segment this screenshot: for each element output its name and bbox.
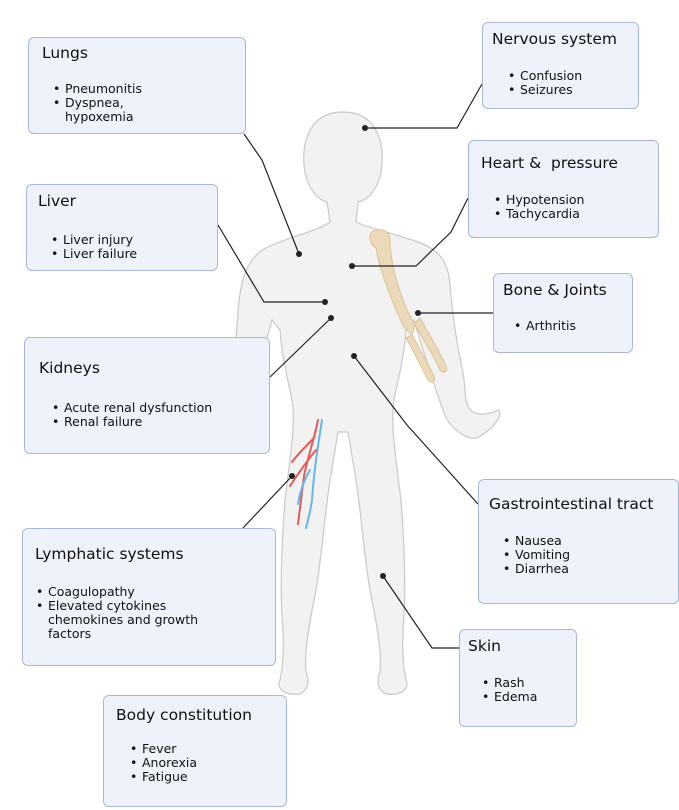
dot-heart xyxy=(349,263,355,269)
gastrointestinal-list: Nausea Vomiting Diarrhea xyxy=(503,534,673,576)
skin-list: Rash Edema xyxy=(482,676,572,704)
dot-kidneys xyxy=(328,315,334,321)
kidneys-list: Acute renal dysfunction Renal failure xyxy=(52,401,267,429)
connector-heart xyxy=(352,198,468,266)
bone-joints-title: Bone & Joints xyxy=(503,281,607,299)
nervous-system-title: Nervous system xyxy=(492,30,617,48)
body-constitution-title: Body constitution xyxy=(116,706,252,724)
list-item: Diarrhea xyxy=(503,562,673,576)
heart-pressure-title: Heart & pressure xyxy=(481,154,618,172)
connector-lungs xyxy=(244,134,299,254)
list-item: Pneumonitis xyxy=(53,82,233,96)
bone-joints-list: Arthritis xyxy=(514,319,629,333)
connector-nervous xyxy=(365,84,482,128)
list-item: Anorexia xyxy=(130,756,280,770)
list-item: Arthritis xyxy=(514,319,629,333)
list-item: Vomiting xyxy=(503,548,673,562)
lungs-box: Lungs Pneumonitis Dyspnea, hypoxemia xyxy=(28,37,246,134)
gastrointestinal-box: Gastrointestinal tract Nausea Vomiting D… xyxy=(478,479,679,604)
kidneys-box: Kidneys Acute renal dysfunction Renal fa… xyxy=(24,337,270,454)
lungs-title: Lungs xyxy=(42,44,88,62)
dot-gi xyxy=(351,353,357,359)
list-item: Tachycardia xyxy=(494,207,654,221)
dot-skin xyxy=(380,573,386,579)
lungs-list: Pneumonitis Dyspnea, hypoxemia xyxy=(53,82,233,124)
connector-skin xyxy=(383,576,459,648)
list-item: Renal failure xyxy=(52,415,267,429)
heart-pressure-list: Hypotension Tachycardia xyxy=(494,193,654,221)
kidneys-title: Kidneys xyxy=(39,359,100,377)
dot-nervous xyxy=(362,125,368,131)
gastrointestinal-title: Gastrointestinal tract xyxy=(489,495,653,513)
list-item: Seizures xyxy=(508,83,633,97)
dot-bone xyxy=(415,310,421,316)
list-item: Fever xyxy=(130,742,280,756)
list-item: Confusion xyxy=(508,69,633,83)
dot-lymphatic xyxy=(289,473,295,479)
list-item: Liver injury xyxy=(51,233,211,247)
dot-liver xyxy=(322,299,328,305)
lymphatic-title: Lymphatic systems xyxy=(35,545,184,563)
connector-kidneys xyxy=(270,318,331,377)
list-item: Rash xyxy=(482,676,572,690)
liver-list: Liver injury Liver failure xyxy=(51,233,211,261)
connector-gi xyxy=(354,356,478,504)
list-item: Elevated cytokines chemokines and growth… xyxy=(36,599,218,641)
list-item: Fatigue xyxy=(130,770,280,784)
bone-joints-box: Bone & Joints Arthritis xyxy=(493,273,633,353)
nervous-system-list: Confusion Seizures xyxy=(508,69,633,97)
connector-liver xyxy=(218,225,325,302)
body-constitution-list: Fever Anorexia Fatigue xyxy=(130,742,280,784)
liver-box: Liver Liver injury Liver failure xyxy=(26,184,218,271)
nervous-system-box: Nervous system Confusion Seizures xyxy=(482,22,639,109)
list-item: Coagulopathy xyxy=(36,585,236,599)
list-item: Edema xyxy=(482,690,572,704)
list-item: Dyspnea, hypoxemia xyxy=(53,96,177,124)
list-item: Acute renal dysfunction xyxy=(52,401,267,415)
connector-lymphatic xyxy=(243,476,292,528)
list-item: Nausea xyxy=(503,534,673,548)
dot-lungs xyxy=(296,251,302,257)
skin-title: Skin xyxy=(468,637,501,655)
lymphatic-list: Coagulopathy Elevated cytokines chemokin… xyxy=(36,585,236,641)
list-item: Liver failure xyxy=(51,247,211,261)
body-constitution-box: Body constitution Fever Anorexia Fatigue xyxy=(103,695,287,807)
list-item: Hypotension xyxy=(494,193,654,207)
heart-pressure-box: Heart & pressure Hypotension Tachycardia xyxy=(468,140,659,238)
skin-box: Skin Rash Edema xyxy=(459,629,577,727)
lymphatic-box: Lymphatic systems Coagulopathy Elevated … xyxy=(22,528,276,666)
liver-title: Liver xyxy=(38,192,76,210)
